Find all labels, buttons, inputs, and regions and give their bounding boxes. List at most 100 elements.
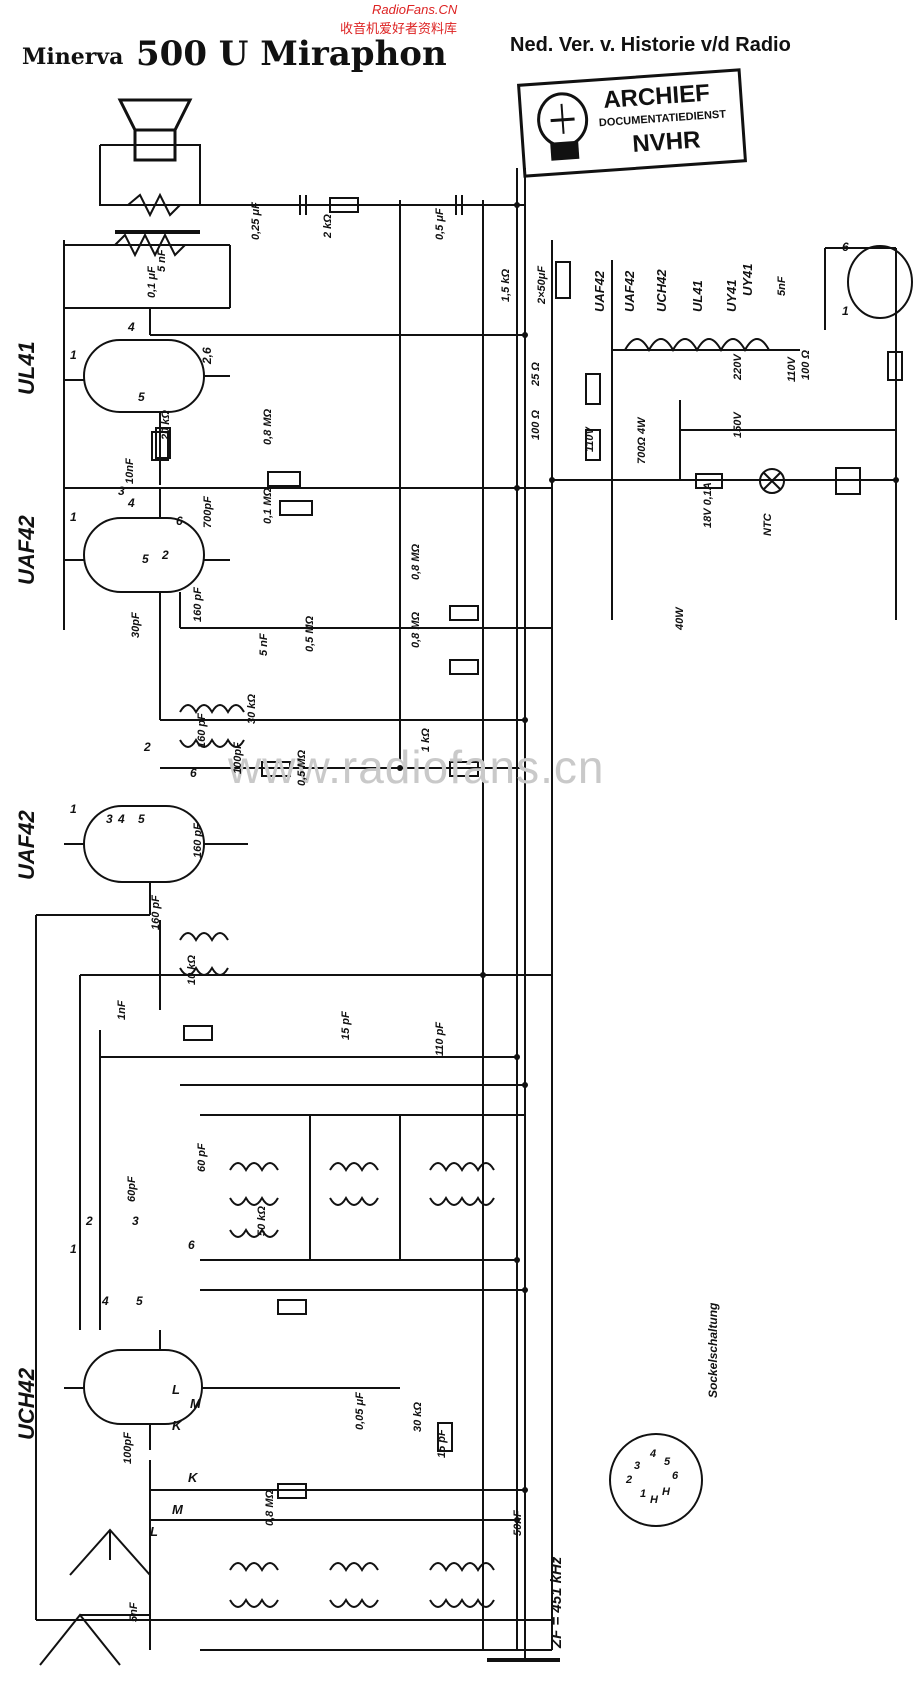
label-r-50k: 50 kΩ: [256, 1206, 268, 1236]
label-c-15p-a: 15 pF: [340, 1011, 352, 1040]
pin-ul41-1: 1: [70, 348, 77, 362]
socket-pin-h2: H: [650, 1494, 658, 1506]
pin-ul41-4: 4: [128, 320, 135, 334]
pin-uch42-1: 1: [70, 1242, 77, 1256]
socket-pin-6: 6: [672, 1470, 679, 1482]
if-frequency-label: ZF = 451 kHz: [548, 1556, 565, 1648]
band-label-l1: L: [172, 1382, 180, 1397]
label-c-15p-b: 15 pF: [436, 1429, 448, 1458]
label-r-700: 700Ω 4W: [636, 417, 648, 465]
socket-pin-3: 3: [634, 1460, 641, 1472]
label-c-160-b: 160 pF: [196, 713, 208, 748]
tube-label-uch42: UCH42: [14, 1367, 39, 1440]
pin-uch42-3: 3: [132, 1214, 139, 1228]
pin-uaf42a-1: 1: [70, 510, 77, 524]
pin-uch42-5: 5: [136, 1294, 143, 1308]
label-r-2k: 2 kΩ: [322, 214, 334, 238]
heater-label-3: UCH42: [654, 269, 669, 312]
label-r-08m-d: 0,8 MΩ: [264, 1489, 276, 1526]
pin-uaf42b-3: 3: [106, 812, 113, 826]
model-title: 500 U Miraphon: [136, 34, 447, 74]
heater-label-1: UAF42: [592, 270, 607, 312]
label-v-110-b: 110V: [584, 427, 596, 452]
pin-uaf42a-6: 6: [176, 514, 183, 528]
pin-uaf42b-6: 6: [190, 766, 197, 780]
label-c-100p-b: 100pF: [122, 1432, 134, 1464]
rectifier-label: UY41: [740, 263, 755, 296]
label-c-60p-a: 60 pF: [196, 1143, 208, 1172]
socket-pin-h1: H: [662, 1486, 670, 1498]
label-r-08m-b: 0,8 MΩ: [410, 543, 422, 580]
pin-ul41-26: 2,6: [200, 347, 214, 364]
label-c-700p: 700pF: [202, 496, 214, 528]
label-c-5nf-mid: 5 nF: [258, 633, 270, 656]
label-pot-05m: 0,5 MΩ: [296, 749, 308, 786]
label-r-30k: 30 kΩ: [246, 694, 258, 724]
label-lamp: 18V 0,1A: [702, 482, 714, 528]
tube-label-uaf42-a: UAF42: [14, 515, 39, 585]
label-r-20k: 20 kΩ: [160, 410, 172, 440]
socket-title: Sockelschaltung: [706, 1302, 720, 1398]
pin-uaf42a-2: 2: [162, 548, 169, 562]
brand-label: Minerva: [22, 44, 124, 70]
org-label: Ned. Ver. v. Historie v/d Radio: [510, 34, 791, 56]
label-r-30k-b: 30 kΩ: [412, 1402, 424, 1432]
tube-label-ul41: UL41: [14, 341, 39, 395]
socket-diagram-icon: [609, 1433, 703, 1527]
label-r-1k: 1 kΩ: [420, 728, 432, 752]
label-r-05m-a: 0,5 MΩ: [304, 615, 316, 652]
pin-uaf42b-4: 4: [118, 812, 125, 826]
pin-uy41-6: 6: [842, 240, 849, 254]
tube-label-uaf42-b: UAF42: [14, 810, 39, 880]
label-c-160-c: 160 pF: [192, 823, 204, 858]
label-ntc: NTC: [762, 513, 774, 536]
label-power: 40W: [674, 607, 686, 630]
label-v-220: 220V: [732, 354, 744, 380]
label-c-110p: 110 pF: [434, 1021, 446, 1056]
label-c-160-d: 160 pF: [150, 895, 162, 930]
socket-pin-5: 5: [664, 1456, 671, 1468]
label-c-160-a: 160 pF: [192, 587, 204, 622]
label-c-2x50: 2×50μF: [536, 265, 548, 304]
pin-uaf42b-2: 2: [144, 740, 151, 754]
band-label-k2: K: [188, 1470, 198, 1485]
label-r-100-a: 100 Ω: [530, 410, 542, 440]
label-c-50nf: 50nF: [512, 1510, 524, 1536]
site-watermark-top: RadioFans.CN: [372, 2, 458, 17]
label-c-100p-a: 100pF: [232, 742, 244, 774]
band-label-k1: K: [172, 1418, 182, 1433]
pin-uch42-2: 2: [86, 1214, 93, 1228]
tube-logo-icon: [537, 92, 589, 161]
label-c-5nf-rect: 5nF: [776, 276, 788, 296]
label-r-08m-a: 0,8 MΩ: [262, 408, 274, 445]
archive-stamp: ARCHIEF DOCUMENTATIEDIENST NVHR: [516, 68, 748, 178]
label-v-150: 150V: [732, 412, 744, 438]
band-label-l2: L: [150, 1524, 158, 1539]
label-c-10nf: 10nF: [124, 458, 136, 484]
pin-uch42-6: 6: [188, 1238, 195, 1252]
heater-label-5: UY41: [724, 279, 739, 312]
pin-uaf42b-5: 5: [138, 812, 145, 826]
pin-uy41-1: 1: [842, 304, 849, 318]
pin-uaf42a-4: 4: [128, 496, 135, 510]
label-r-10k: 10 kΩ: [186, 955, 198, 985]
label-c-01: 0,1 μF: [146, 266, 158, 298]
pin-uaf42a-5: 5: [142, 552, 149, 566]
label-c-1nf: 1nF: [116, 1000, 128, 1020]
label-r-08m-c: 0,8 MΩ: [410, 611, 422, 648]
label-r-01m: 0,1 MΩ: [262, 487, 274, 524]
band-label-m2: M: [172, 1502, 183, 1517]
label-r-100-b: 100 Ω: [800, 350, 812, 380]
label-r-15k: 1,5 kΩ: [500, 268, 512, 302]
heater-label-4: UL41: [690, 280, 705, 312]
site-watermark-center: www.radiofans.cn: [228, 741, 605, 793]
label-v-110-a: 110V: [786, 357, 798, 382]
socket-pin-1: 1: [640, 1488, 647, 1500]
socket-pin-2: 2: [626, 1474, 633, 1486]
band-label-m1: M: [190, 1396, 201, 1411]
label-r-25: 25 Ω: [530, 362, 542, 386]
label-c-025: 0,25 μF: [250, 202, 262, 240]
label-c-60p-b: 60pF: [126, 1176, 138, 1202]
heater-label-2: UAF42: [622, 270, 637, 312]
